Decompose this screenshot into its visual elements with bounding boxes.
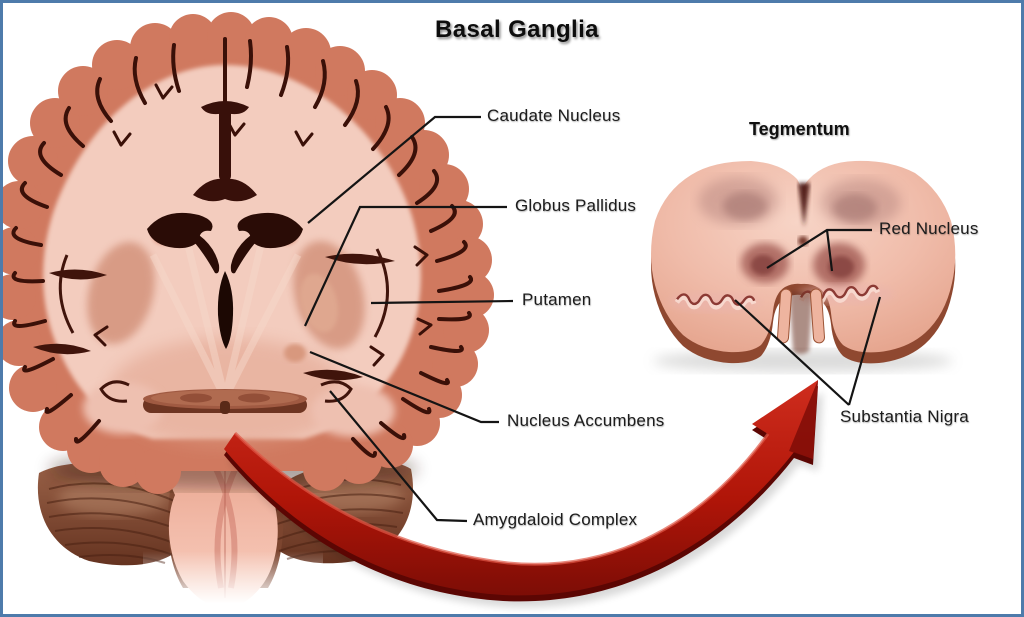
brain-illustration (3, 12, 494, 613)
midline-fissure-structures (193, 101, 257, 202)
lateral-sulcus-slits (33, 253, 395, 381)
label-caudate-nucleus: Caudate Nucleus (487, 106, 621, 125)
caudate-nucleus-leader-line (307, 115, 481, 224)
label-tegmentum-title: Tegmentum (749, 119, 850, 139)
third-ventricle (217, 271, 234, 349)
nucleus-accumbens-mass (284, 344, 306, 362)
nucleus-accumbens-leader-line (309, 350, 499, 424)
arrowhead-shaded-facet (789, 380, 818, 459)
globus-pallidus-leader-line (304, 205, 507, 327)
midbrain-disc (143, 389, 307, 414)
putamen-left-mass (87, 242, 155, 344)
amygdaloid-complex-leader-line (329, 390, 468, 523)
lateral-ventricles (147, 212, 303, 274)
inner-sulci-forks (93, 83, 433, 367)
putamen-leader-line (370, 299, 514, 305)
brainstem-fade (143, 551, 323, 613)
red-nucleus-region (741, 243, 865, 287)
temporal-core-right (311, 385, 395, 437)
leader-lines (304, 115, 882, 523)
arrow-highlight-edge (233, 431, 770, 566)
red-arrow (224, 380, 823, 608)
substantia-nigra-leader-line (734, 296, 882, 406)
label-putamen: Putamen (522, 290, 592, 309)
cerebellum-folia-lines (46, 478, 406, 564)
medical-illustration-canvas (3, 12, 956, 613)
label-amygdaloid-complex: Amygdaloid Complex (473, 510, 638, 529)
label-substantia-nigra: Substantia Nigra (840, 407, 969, 426)
internal-capsule-streaks (149, 244, 302, 400)
sulci-lines (11, 37, 474, 458)
label-nucleus-accumbens: Nucleus Accumbens (507, 411, 665, 430)
page-title: Basal Ganglia (435, 16, 599, 43)
aqueduct-slit (798, 183, 810, 227)
tegmentum-illustration (651, 160, 956, 372)
label-red-nucleus: Red Nucleus (879, 219, 979, 238)
label-globus-pallidus: Globus Pallidus (515, 196, 637, 215)
cerebrum-coronal-section (3, 12, 494, 494)
insular-arcs (58, 248, 389, 403)
superior-colliculi-depressions (698, 177, 901, 227)
red-nucleus-leader-line (766, 228, 872, 272)
temporal-core-left (83, 382, 163, 434)
interpeduncular-fossa (776, 288, 825, 354)
